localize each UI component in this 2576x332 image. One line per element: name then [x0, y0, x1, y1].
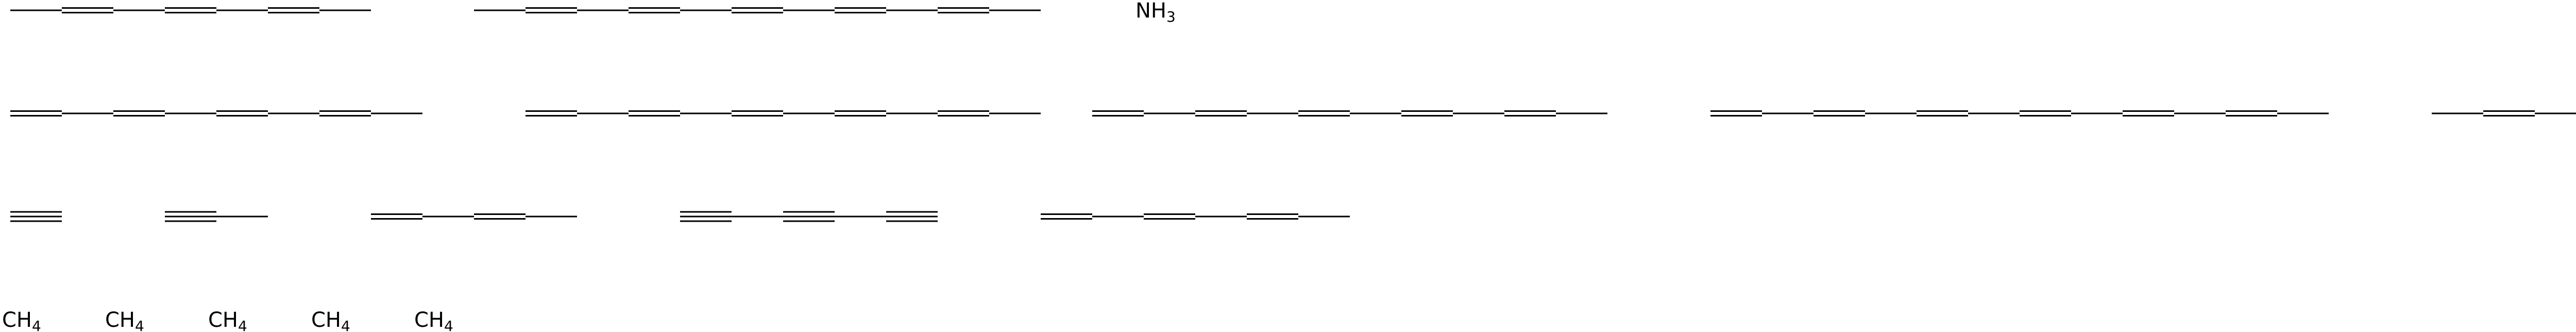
- double-bond: [2483, 110, 2535, 117]
- double-bond: [1144, 213, 1195, 220]
- double-bond: [2226, 110, 2277, 117]
- double-bond: [216, 110, 268, 117]
- ch4-label: CH4: [208, 308, 247, 332]
- molecule-chain-8: [10, 211, 62, 222]
- bond-lines: [10, 7, 2576, 222]
- double-bond: [938, 7, 989, 13]
- double-bond: [113, 110, 165, 117]
- triple-bond: [10, 211, 62, 222]
- double-bond: [1814, 110, 1865, 117]
- ch4-label: CH4: [2, 308, 41, 332]
- molecule-chain-3: [10, 110, 422, 117]
- double-bond: [1195, 110, 1247, 117]
- double-bond: [732, 7, 783, 13]
- double-bond: [526, 110, 577, 117]
- double-bond: [1710, 110, 1762, 117]
- double-bond: [526, 7, 577, 13]
- double-bond: [1917, 110, 1968, 117]
- double-bond: [2020, 110, 2071, 117]
- double-bond: [10, 110, 62, 117]
- double-bond: [62, 7, 113, 13]
- ch4-label: CH4: [414, 308, 453, 332]
- double-bond: [835, 110, 886, 117]
- molecule-chain-1: [10, 7, 371, 13]
- molecule-chain-10: [371, 213, 577, 220]
- molecule-chain-5: [1092, 110, 1607, 117]
- double-bond: [474, 213, 526, 220]
- double-bond: [1401, 110, 1453, 117]
- double-bond: [1092, 110, 1144, 117]
- triple-bond: [783, 211, 835, 222]
- double-bond: [629, 7, 680, 13]
- double-bond: [165, 7, 216, 13]
- molecule-chain-7: [2432, 110, 2576, 117]
- double-bond: [319, 110, 371, 117]
- formula-labels: NH3 CH4 CH4 CH4 CH4 CH4: [2, 0, 1176, 332]
- double-bond: [268, 7, 319, 13]
- ch4-label: CH4: [105, 308, 144, 332]
- molecule-chain-6: [1710, 110, 2329, 117]
- molecule-chain-9: [165, 211, 268, 222]
- double-bond: [938, 110, 989, 117]
- double-bond: [2123, 110, 2174, 117]
- double-bond: [1041, 213, 1092, 220]
- molecule-chain-2: [474, 7, 1041, 13]
- double-bond: [1298, 110, 1350, 117]
- double-bond: [1504, 110, 1556, 117]
- double-bond: [371, 213, 422, 220]
- double-bond: [629, 110, 680, 117]
- nh3-label: NH3: [1136, 0, 1176, 25]
- molecule-chain-4: [526, 110, 1041, 117]
- triple-bond: [886, 211, 938, 222]
- double-bond: [732, 110, 783, 117]
- triple-bond: [165, 211, 216, 222]
- double-bond: [1247, 213, 1298, 220]
- molecule-chain-11: [680, 211, 938, 222]
- triple-bond: [680, 211, 732, 222]
- molecule-chain-12: [1041, 213, 1350, 220]
- ch4-label: CH4: [311, 308, 350, 332]
- double-bond: [835, 7, 886, 13]
